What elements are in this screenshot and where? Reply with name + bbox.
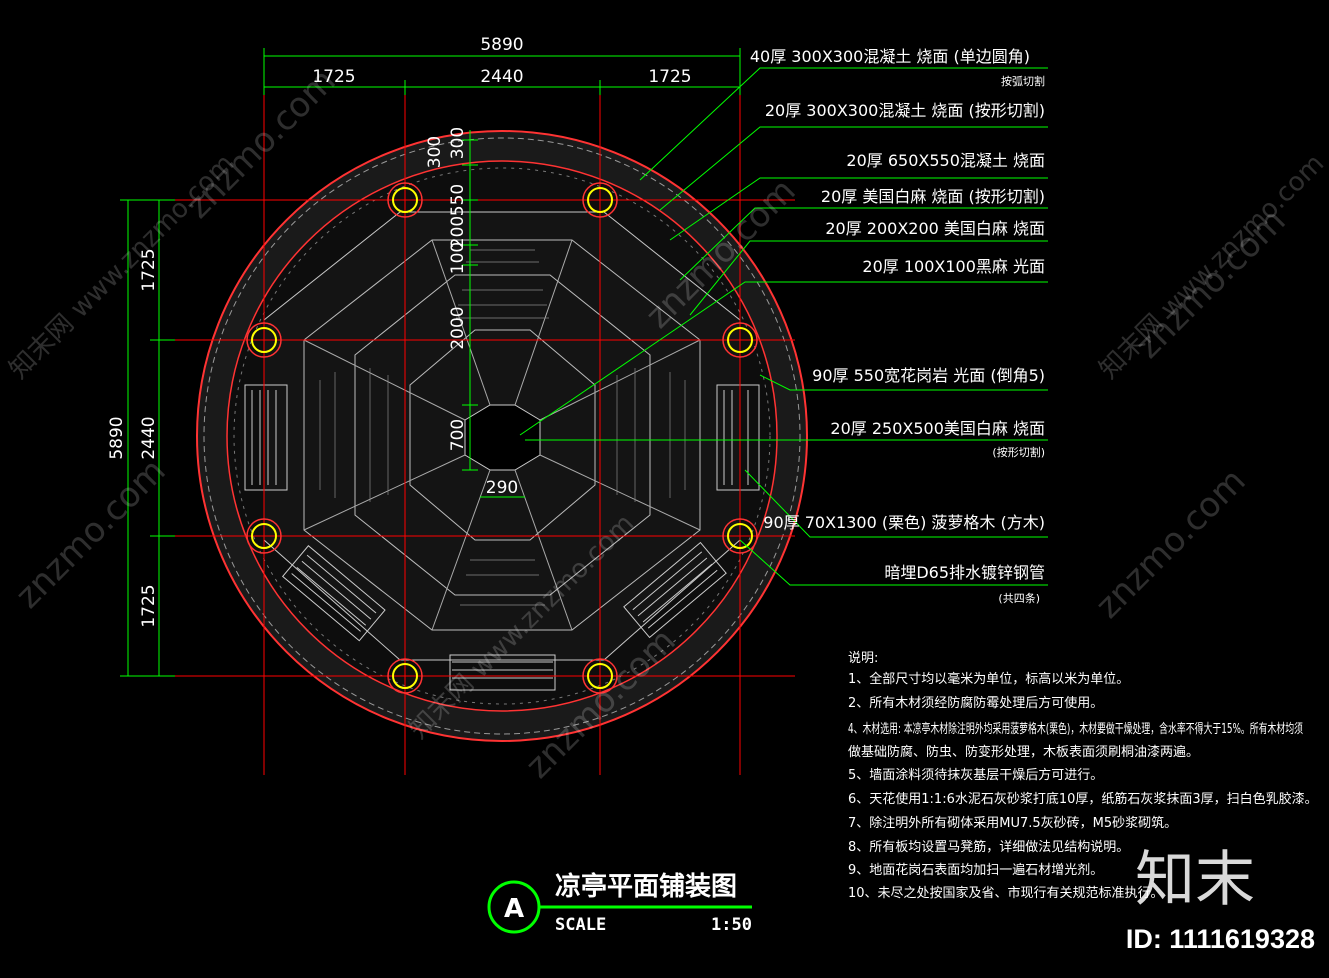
scale-label: SCALE [555,915,606,935]
column [387,182,423,218]
column [722,322,758,358]
section-mark: A [504,894,524,924]
dim-v-300: 300 [425,136,445,168]
dim-v-700: 700 [448,419,468,451]
dim-h-290: 290 [486,478,518,498]
watermark-cn: 知末网 www.znzmo.com [4,149,240,385]
dimension-labels: 5890 1725 2440 1725 5890 1725 2440 1725 … [107,35,692,628]
note-10: 10、未尽之处按国家及省、市现行有关规范标准执行。 [848,885,1164,901]
callout-1: 40厚 300X300混凝土 烧面 (单边圆角) [750,47,1030,66]
dim-left-bottom: 1725 [139,584,159,627]
title-block: A 凉亭平面铺装图 SCALE 1:50 [487,871,752,935]
note-8: 8、所有板均设置马凳筋，详细做法见结构说明。 [848,839,1129,855]
callout-2: 20厚 300X300混凝土 烧面 (按形切割) [765,101,1045,120]
note-4-cont: 做基础防腐、防虫、防变形处理，木板表面须刷桐油漆两遍。 [848,744,1199,760]
scale-value: 1:50 [711,915,752,935]
note-6: 6、天花使用1:1:6水泥石灰砂浆打底10厚，纸筋石灰浆抹面3厚，扫白色乳胶漆。 [848,791,1318,807]
column [722,518,758,554]
bench-left [244,384,288,491]
dim-top-right: 1725 [648,67,691,87]
callout-3: 20厚 650X550混凝土 烧面 [846,151,1045,170]
dim-v-100: 100 [448,242,468,274]
dim-left-total: 5890 [107,416,127,459]
columns [246,182,758,694]
column [246,518,282,554]
callout-10-sub: (共四条) [998,591,1040,605]
note-5: 5、墙面涂料须待抹灰基层干燥后方可进行。 [848,767,1103,783]
dim-v-300b: 300 [448,127,468,159]
callout-5: 20厚 200X200 美国白麻 烧面 [825,219,1045,238]
notes-heading: 说明: [848,651,878,666]
watermark-logo: 知末 [1135,845,1255,915]
drawing-title: 凉亭平面铺装图 [555,871,737,902]
dim-left-top: 1725 [139,248,159,291]
design-notes: 说明: 1、全部尺寸均以毫米为单位，标高以米为单位。 2、所有木材须经防腐防霉处… [848,651,1318,901]
dim-top-mid: 2440 [480,67,523,87]
column [246,322,282,358]
note-1: 1、全部尺寸均以毫米为单位，标高以米为单位。 [848,671,1129,687]
column [387,658,423,694]
floor-paving [263,211,741,661]
callout-1-sub: 按弧切割 [1001,74,1045,88]
dim-top-total: 5890 [480,35,523,55]
callout-8-sub: (按形切割) [992,445,1045,459]
entry-steps [449,654,556,691]
note-2: 2、所有木材须经防腐防霉处理后方可使用。 [848,695,1103,711]
watermark-cn: 知末网 www.znzmo.com [1094,149,1329,385]
dimension-lines [120,48,741,677]
callout-4: 20厚 美国白麻 烧面 (按形切割) [821,187,1045,206]
callout-7: 90厚 550宽花岗岩 光面 (倒角5) [812,366,1045,385]
callout-6: 20厚 100X100黑麻 光面 [862,257,1045,276]
benches [244,384,760,691]
dim-v-200: 200 [448,216,468,248]
watermark-id: ID: 1111619328 [1126,924,1315,954]
dim-v-550: 550 [448,184,468,216]
dim-left-mid: 2440 [139,416,159,459]
bench-bottom-right [623,541,727,639]
column [582,658,618,694]
dim-top-left: 1725 [312,67,355,87]
callout-10: 暗埋D65排水镀锌钢管 [884,563,1045,582]
leader-lines [519,67,1048,586]
callout-8: 20厚 250X500美国白麻 烧面 [830,419,1045,438]
axis-grid [175,95,795,775]
callout-9: 90厚 70X1300 (栗色) 菠萝格木 (方木) [763,513,1045,532]
note-4: 4、木材选用: 本凉亭木材除注明外均采用菠萝格木(栗色)，木材要做干燥处理，含水… [848,721,1303,737]
column [582,182,618,218]
watermark-text: znzmo.com [1088,461,1253,626]
bench-bottom-left [281,545,386,642]
note-9: 9、地面花岗石表面均加扫一遍石材增光剂。 [848,862,1103,878]
dim-v-2000: 2000 [448,306,468,349]
callout-labels: 40厚 300X300混凝土 烧面 (单边圆角) 按弧切割 20厚 300X30… [750,47,1045,605]
note-7: 7、除注明外所有砌体采用MU7.5灰砂砖，M5砂浆砌筑。 [848,815,1177,831]
